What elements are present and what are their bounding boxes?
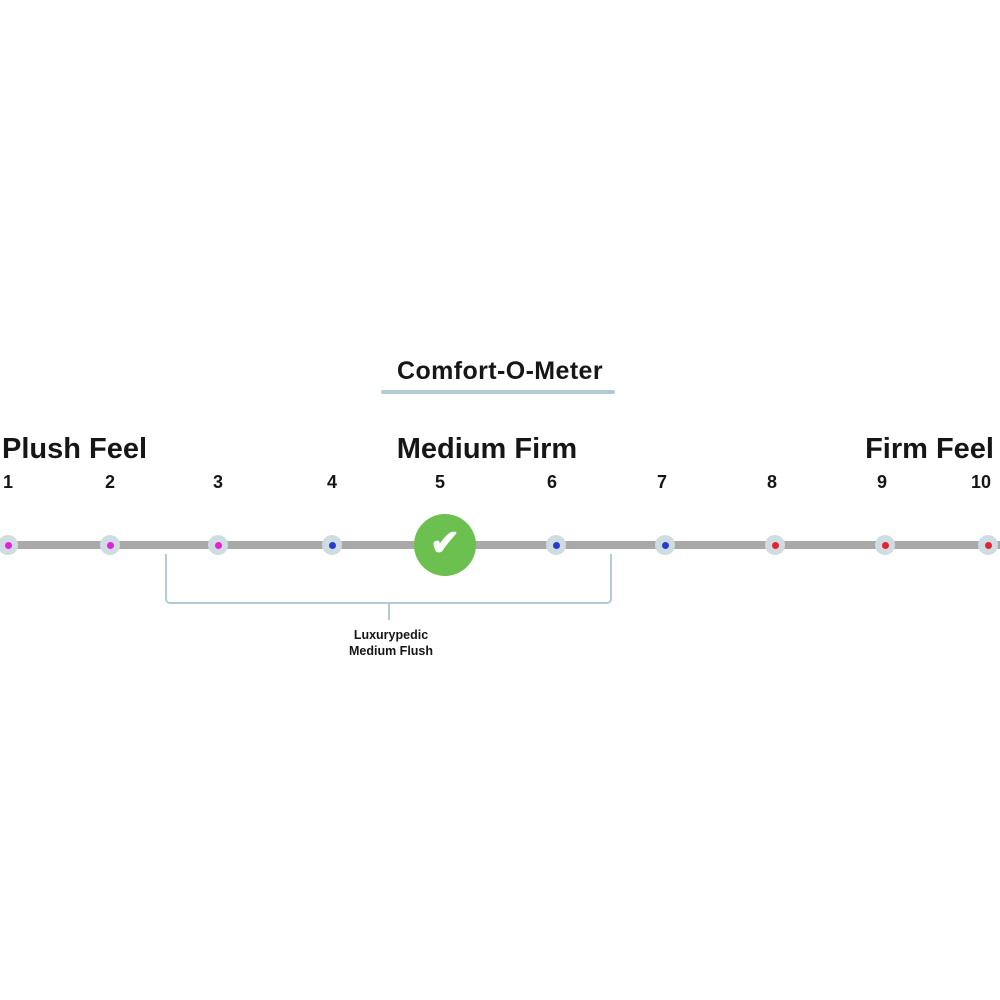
- range-label-line2: Medium Flush: [348, 644, 434, 659]
- range-bracket: [165, 554, 612, 604]
- label-plush-feel: Plush Feel: [2, 433, 148, 465]
- scale-number-9: 9: [876, 472, 888, 492]
- scale-dot-10: [978, 535, 998, 555]
- scale-number-1: 1: [2, 472, 14, 492]
- page-title: Comfort-O-Meter: [397, 357, 603, 385]
- dot-core-6: [552, 541, 560, 549]
- scale-number-3: 3: [212, 472, 224, 492]
- check-icon: ✔: [429, 522, 461, 563]
- label-firm-feel: Firm Feel: [865, 433, 994, 465]
- dot-core-9: [881, 541, 889, 549]
- scale-number-10: 10: [970, 472, 992, 492]
- meter-track: [0, 541, 1000, 549]
- range-label: Luxurypedic Medium Flush: [349, 627, 433, 660]
- scale-number-7: 7: [656, 472, 668, 492]
- scale-number-4: 4: [326, 472, 338, 492]
- title-underline: [381, 390, 615, 394]
- selected-value-marker: ✔: [414, 514, 476, 576]
- dot-core-3: [214, 541, 222, 549]
- dot-core-2: [106, 541, 114, 549]
- dot-core-10: [984, 541, 992, 549]
- dot-core-8: [771, 541, 779, 549]
- scale-number-2: 2: [104, 472, 116, 492]
- scale-dot-4: [322, 535, 342, 555]
- scale-dot-8: [765, 535, 785, 555]
- dot-core-4: [328, 541, 336, 549]
- range-label-line1: Luxurypedic: [353, 628, 429, 642]
- scale-dot-3: [208, 535, 228, 555]
- scale-number-6: 6: [546, 472, 558, 492]
- scale-dot-2: [100, 535, 120, 555]
- scale-number-8: 8: [766, 472, 778, 492]
- scale-dot-6: [546, 535, 566, 555]
- scale-dot-9: [875, 535, 895, 555]
- dot-core-7: [661, 541, 669, 549]
- scale-number-5: 5: [434, 472, 446, 492]
- scale-dot-1: [0, 535, 18, 555]
- range-bracket-stem: [388, 603, 390, 620]
- dot-core-1: [4, 541, 12, 549]
- label-medium-firm: Medium Firm: [396, 433, 578, 465]
- scale-dot-7: [655, 535, 675, 555]
